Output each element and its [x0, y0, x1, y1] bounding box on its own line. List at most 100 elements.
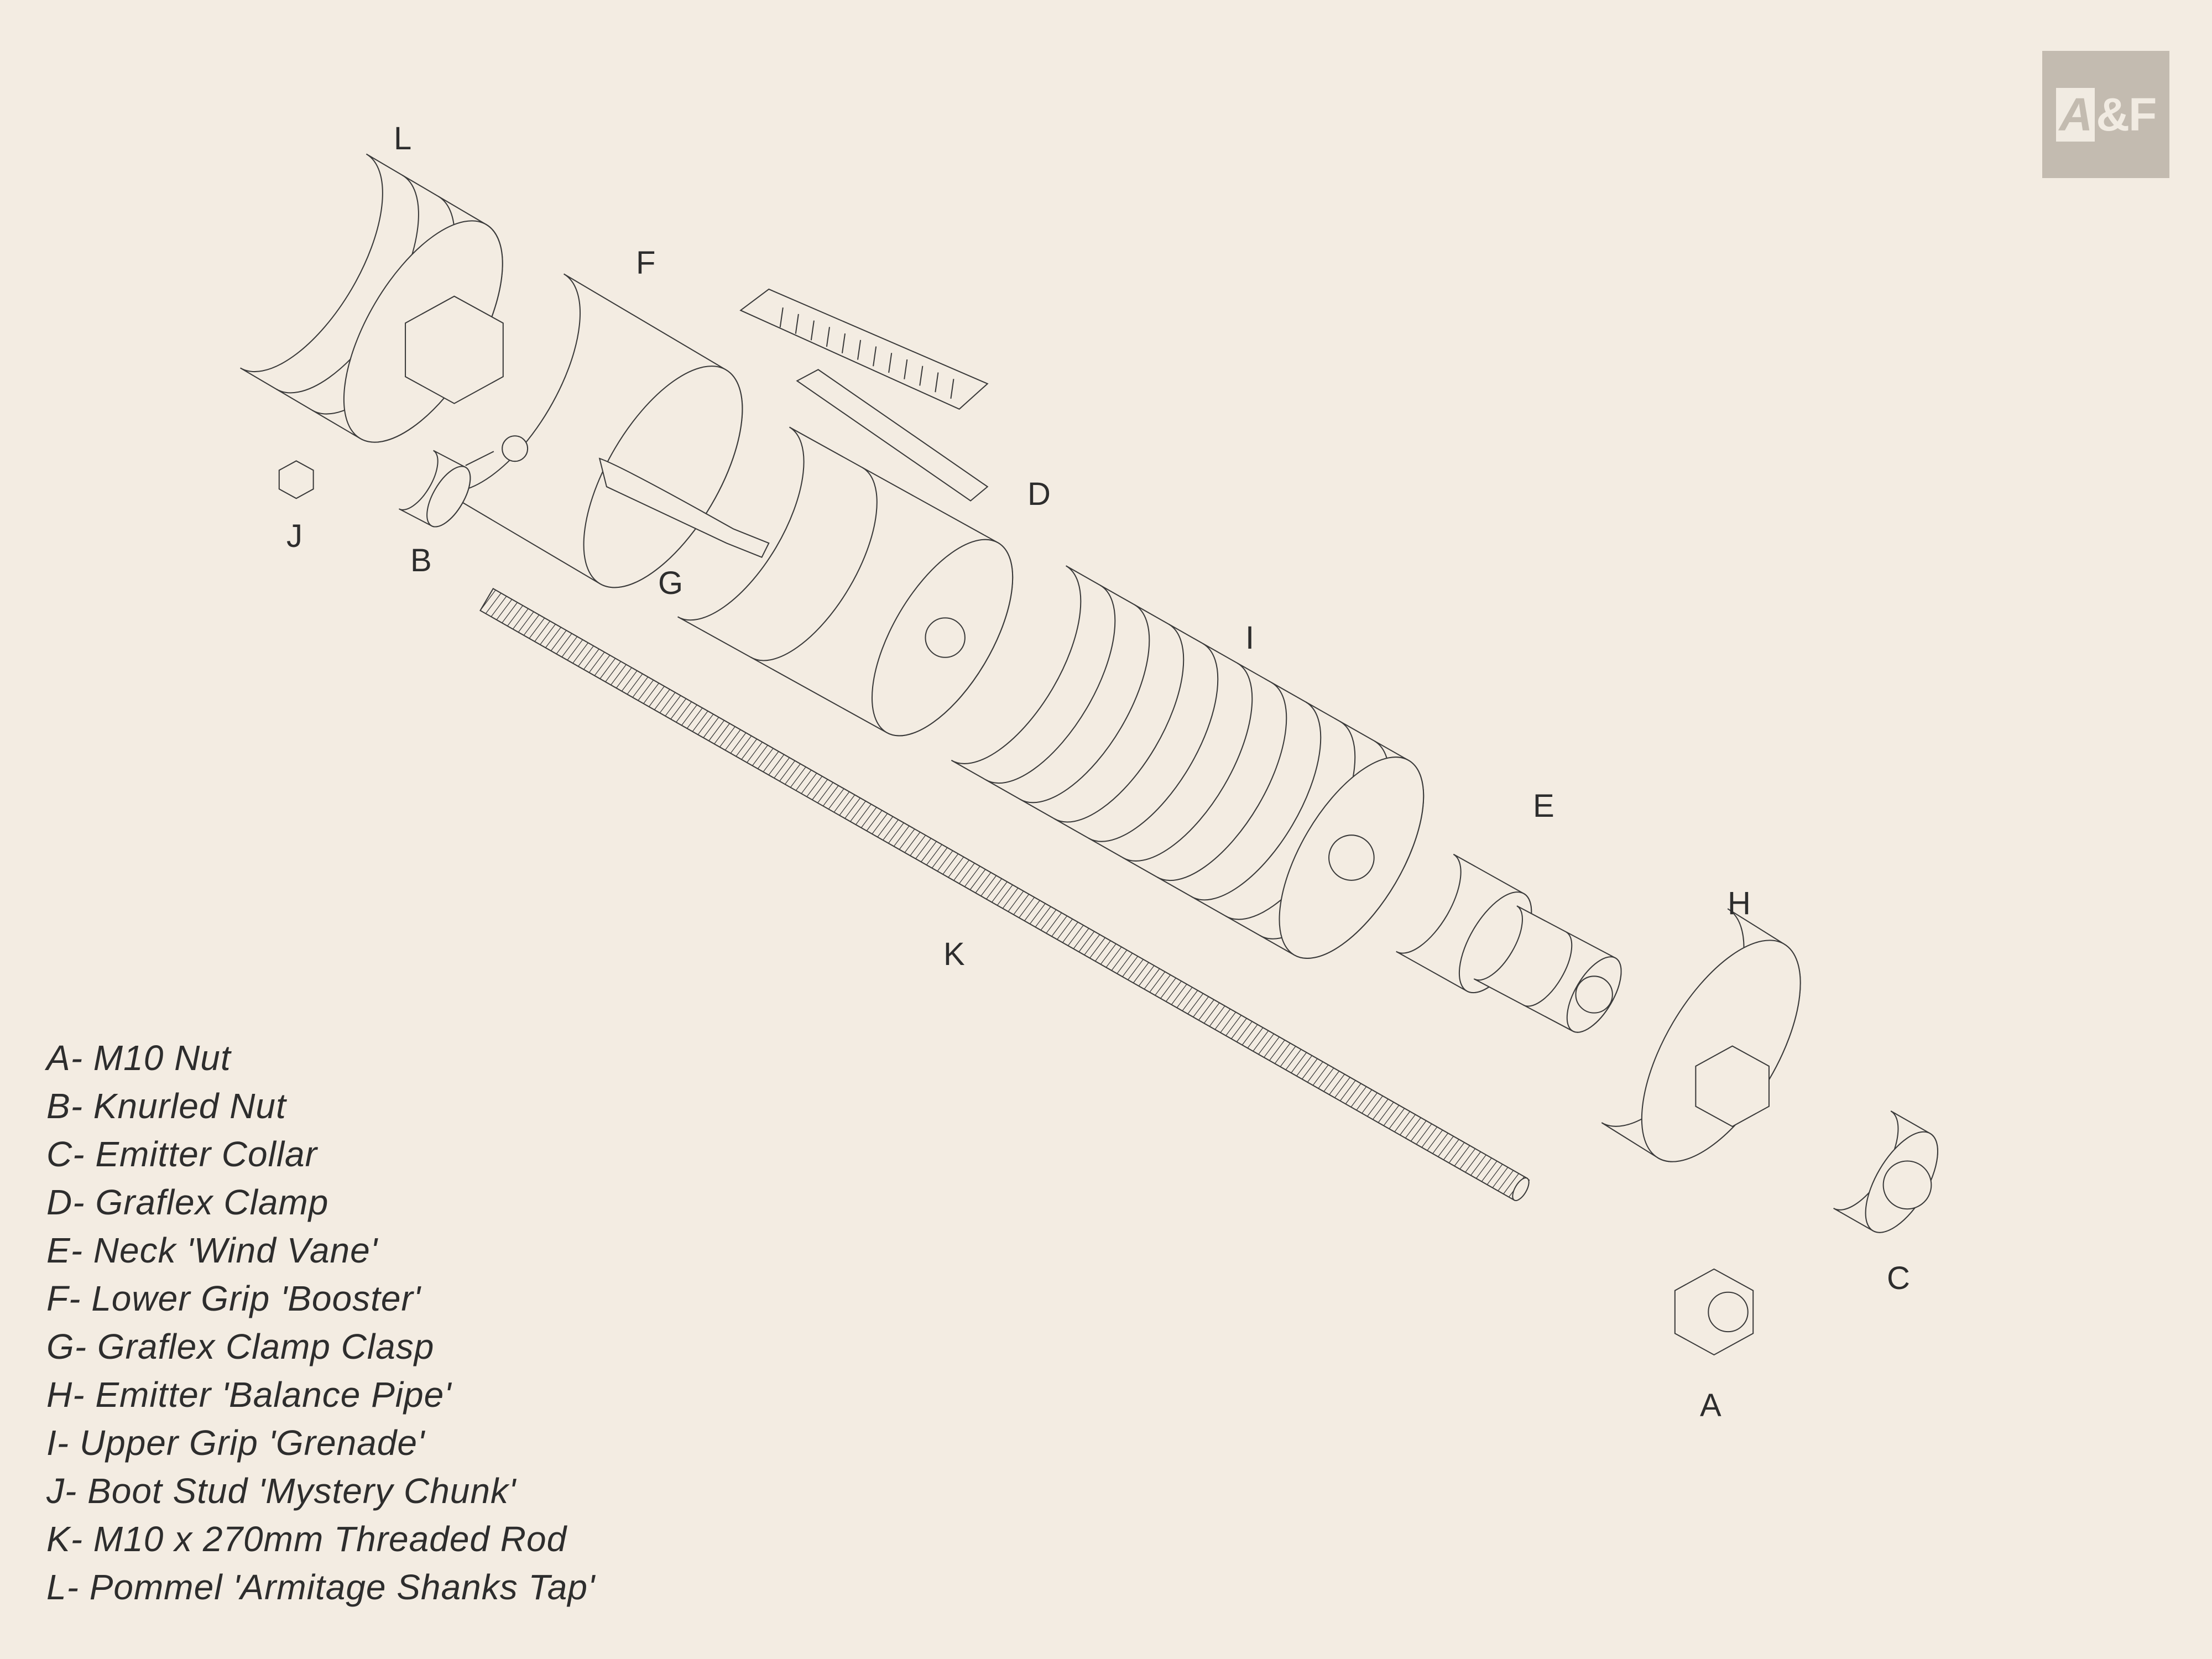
rod-thread [659, 692, 676, 713]
upper-grip-i-ring [1088, 643, 1219, 842]
label-L: L [394, 121, 413, 156]
rod-thread [724, 729, 741, 750]
rod-thread [931, 847, 948, 869]
rod-thread [1013, 894, 1030, 915]
rod-thread [496, 599, 513, 620]
clamp-card-bar [779, 307, 784, 327]
rod-thread [523, 614, 540, 636]
rod-thread [774, 757, 790, 779]
rod-thread [670, 698, 687, 719]
rod-thread [1486, 1164, 1503, 1185]
clamp-card-bar [873, 346, 877, 367]
legend-item-a: A- M10 Nut [46, 1038, 231, 1078]
logo-mark: A [2056, 87, 2095, 142]
rod-thread [534, 620, 551, 642]
clamp-clasp-g [598, 457, 770, 558]
rod-thread [757, 748, 774, 769]
rod-thread [1264, 1036, 1280, 1058]
rod-thread [1084, 934, 1100, 956]
rod-thread [697, 714, 714, 735]
rod-thread [1421, 1126, 1438, 1148]
collar-bore [1882, 1160, 1932, 1210]
knurled-nut-b [398, 450, 471, 528]
rod-thread [1438, 1136, 1454, 1157]
rod-thread [752, 745, 768, 766]
rod-thread [1465, 1151, 1481, 1173]
upper-grip-i-ring [1156, 682, 1287, 881]
knurled-nut-b-end-face [426, 466, 471, 528]
rod-thread [1334, 1077, 1350, 1098]
rod-thread [1389, 1108, 1405, 1129]
rod-thread [730, 732, 747, 754]
rod-thread [1144, 968, 1160, 990]
rod-thread [615, 667, 632, 688]
rod-thread [649, 686, 665, 707]
rod-thread [627, 674, 643, 695]
clamp-card-bar [888, 353, 893, 373]
rod-thread [1258, 1034, 1275, 1055]
rod-thread [1302, 1058, 1318, 1079]
label-F: F [636, 245, 657, 281]
rod-thread [1378, 1102, 1394, 1123]
rod-thread [997, 884, 1013, 906]
rod-thread [904, 832, 921, 853]
rod-thread [1416, 1123, 1432, 1145]
rod-thread [518, 611, 534, 633]
rod-thread [768, 754, 785, 775]
label-E: E [1533, 788, 1556, 824]
rod-thread [1225, 1015, 1241, 1036]
rod-thread [817, 782, 833, 804]
rod-thread [1138, 965, 1155, 987]
rod-thread [741, 738, 758, 760]
rod-thread [1008, 890, 1024, 912]
rod-thread [1149, 971, 1166, 993]
rod-thread [545, 627, 561, 648]
legend-item-i: I- Upper Grip 'Grenade' [46, 1423, 425, 1463]
label-I: I [1245, 620, 1256, 656]
rod-thread [866, 810, 883, 831]
grip-hole [502, 435, 529, 462]
rod-thread [872, 813, 888, 834]
rod-thread [763, 751, 779, 773]
rod-thread [812, 779, 828, 800]
rod-thread [1029, 903, 1046, 925]
rod-thread [1051, 915, 1068, 937]
rod-thread [893, 826, 910, 847]
rod-thread [969, 869, 986, 890]
rod-thread [1394, 1111, 1411, 1133]
rod-thread [735, 735, 752, 757]
clamp-card-bar [919, 366, 924, 386]
rod-thread [491, 596, 507, 617]
parts-legend: A- M10 Nut B- Knurled Nut C- Emitter Col… [46, 1034, 595, 1611]
legend-item-e: E- Neck 'Wind Vane' [46, 1230, 378, 1270]
rod-thread [926, 844, 942, 865]
rod-thread [1002, 888, 1019, 909]
lower-grip-f-end-face [583, 366, 743, 588]
rod-thread [1187, 993, 1204, 1014]
rod-thread [621, 670, 638, 692]
clamp-card-bar [841, 333, 846, 353]
rod-thread [806, 776, 823, 797]
legend-item-d: D- Graflex Clamp [46, 1182, 329, 1222]
rod-thread [980, 875, 997, 896]
rod-thread [1214, 1009, 1231, 1030]
rod-thread [1367, 1095, 1383, 1117]
rod-thread [1361, 1092, 1378, 1114]
rod-thread [1100, 943, 1117, 965]
rod-thread [937, 851, 953, 872]
rod-thread [779, 760, 795, 782]
logo-text: &F [2096, 88, 2157, 140]
rod-thread [1040, 909, 1057, 931]
neck-e-shaft-ring [1523, 931, 1573, 1007]
clamp-card-bar [857, 340, 862, 360]
legend-item-c: C- Emitter Collar [46, 1134, 317, 1174]
clamp-card-bar [795, 314, 799, 334]
rod-thread [953, 859, 969, 881]
legend-item-h: H- Emitter 'Balance Pipe' [46, 1375, 452, 1415]
rod-thread [1019, 897, 1035, 918]
label-C: C [1887, 1260, 1911, 1296]
clamp-card-bar [826, 327, 831, 347]
rod-thread [485, 593, 502, 614]
rod-thread [1176, 987, 1193, 1008]
rod-thread [1492, 1167, 1509, 1188]
